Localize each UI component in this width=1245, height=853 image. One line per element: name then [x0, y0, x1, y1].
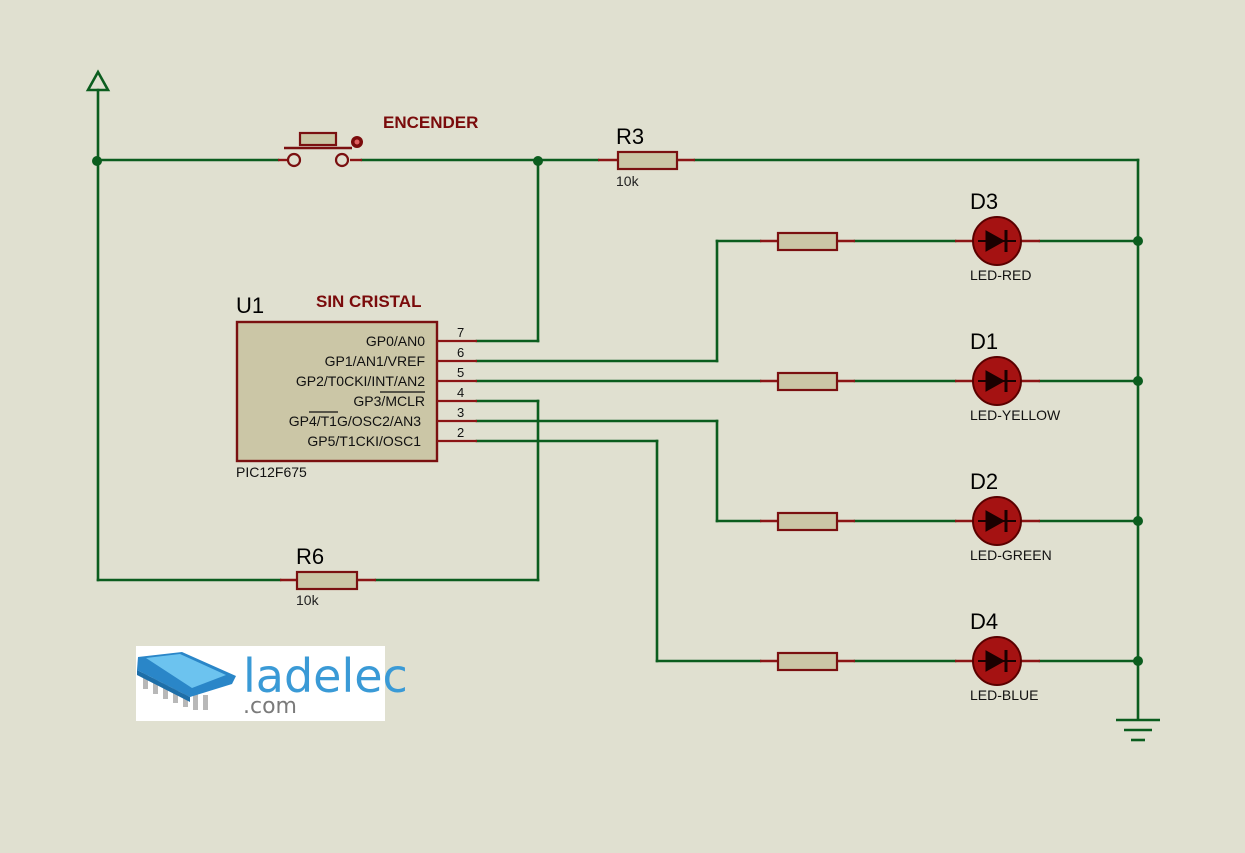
led-d4-type: LED-BLUE	[970, 687, 1038, 703]
r6-value: 10k	[296, 592, 320, 608]
pin-num-2: 2	[457, 425, 464, 440]
led-resistor-2[interactable]	[760, 371, 855, 392]
led-resistor-3[interactable]	[760, 511, 855, 532]
pin-name-4: GP3/MCLR	[353, 393, 425, 409]
wires	[96, 158, 1140, 720]
resistor-r3[interactable]	[598, 150, 695, 171]
r6-ref: R6	[296, 544, 324, 569]
resistor-r6[interactable]	[280, 570, 376, 591]
pin-num-5: 5	[457, 365, 464, 380]
led-d2[interactable]	[955, 496, 1040, 546]
logo-sub: .com	[243, 694, 297, 719]
logo-text: ladelec	[243, 649, 408, 703]
pin-num-3: 3	[457, 405, 464, 420]
ladelec-logo: ladelec .com	[136, 646, 408, 721]
led-resistor-1[interactable]	[760, 231, 855, 252]
led-d2-type: LED-GREEN	[970, 547, 1052, 563]
push-button-icon[interactable]	[278, 131, 363, 168]
pin-num-6: 6	[457, 345, 464, 360]
pin-name-7: GP0/AN0	[366, 333, 425, 349]
led-d1-type: LED-YELLOW	[970, 407, 1061, 423]
chip-note: SIN CRISTAL	[316, 292, 421, 311]
led-d4[interactable]	[955, 636, 1040, 686]
junctions	[92, 156, 1143, 666]
pin-num-7: 7	[457, 325, 464, 340]
led-d3-ref: D3	[970, 189, 998, 214]
pin-name-5: GP2/T0CKI/INT/AN2	[296, 373, 425, 389]
chip-name: PIC12F675	[236, 464, 307, 480]
led-d2-ref: D2	[970, 469, 998, 494]
memory-chip-icon	[137, 652, 236, 710]
r3-ref: R3	[616, 124, 644, 149]
pin-name-2: GP5/T1CKI/OSC1	[307, 433, 421, 449]
led-resistor-4[interactable]	[760, 651, 855, 672]
r3-value: 10k	[616, 173, 640, 189]
pin-name-6: GP1/AN1/VREF	[325, 353, 425, 369]
led-d3-type: LED-RED	[970, 267, 1031, 283]
led-d4-ref: D4	[970, 609, 998, 634]
ground-icon	[1116, 718, 1160, 742]
chip-ref: U1	[236, 293, 264, 318]
power-terminal-icon	[85, 69, 111, 162]
led-d1-ref: D1	[970, 329, 998, 354]
switch-label: ENCENDER	[383, 113, 478, 132]
pin-name-3: GP4/T1G/OSC2/AN3	[289, 413, 421, 429]
led-d1[interactable]	[955, 356, 1040, 406]
pin-num-4: 4	[457, 385, 464, 400]
led-d3[interactable]	[955, 216, 1040, 266]
